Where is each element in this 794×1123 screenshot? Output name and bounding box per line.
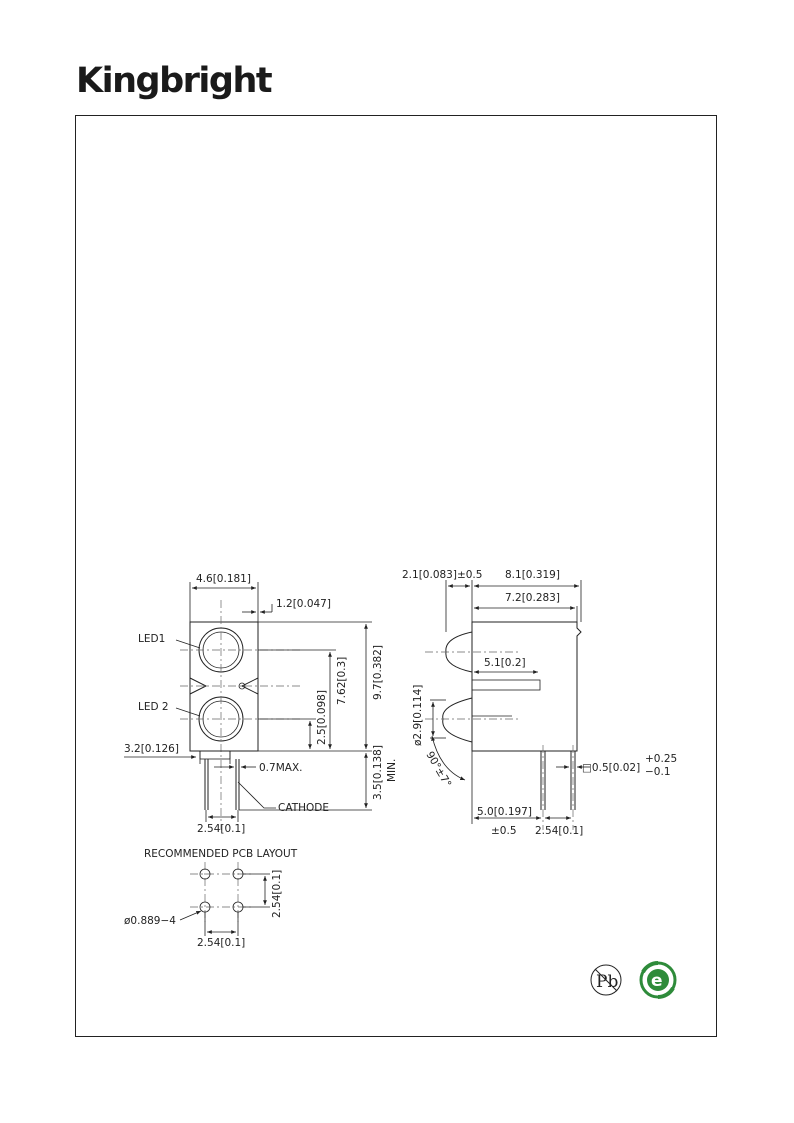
drawing-frame xyxy=(75,115,717,1037)
rohs-badge: e xyxy=(639,961,677,999)
dim-led1-center: 7.62[0.3] xyxy=(336,657,348,705)
dim-total-length: 8.1[0.319] xyxy=(505,569,560,581)
rohs-text: e xyxy=(651,971,663,991)
front-body-outline xyxy=(189,621,259,752)
cathode-label: CATHODE xyxy=(278,802,329,814)
dim-lead-length: 3.5[0.138] xyxy=(372,745,384,800)
led2-label: LED 2 xyxy=(138,701,169,713)
led1-label: LED1 xyxy=(138,633,165,645)
side-view: 2.1[0.083]±0.5 8.1[0.319] 7.2[0.283] 5.1… xyxy=(402,569,677,837)
side-body-outline xyxy=(471,621,582,752)
pcb-hole-label: ø0.889−4 xyxy=(124,915,176,927)
dim-led2-center: 2.5[0.098] xyxy=(316,690,328,745)
dim-front-height: 9.7[0.382] xyxy=(372,645,384,700)
dim-front-pitch: 2.54[0.1] xyxy=(197,823,245,835)
dim-lead-offset: 5.0[0.197] xyxy=(477,806,532,818)
dim-front-offset: 1.2[0.047] xyxy=(276,598,331,610)
dim-side-pitch: 2.54[0.1] xyxy=(535,825,583,837)
dim-dome-offset: 2.1[0.083]±0.5 xyxy=(402,569,482,581)
dim-lead-square: □0.5[0.02] xyxy=(582,762,640,774)
dim-pcb-pitch-v: 2.54[0.1] xyxy=(271,870,283,918)
pb-free-badge: Pb xyxy=(590,964,622,996)
dim-body-length: 7.2[0.283] xyxy=(505,592,560,604)
dim-lead-width: 3.2[0.126] xyxy=(124,743,179,755)
dim-lens-dia: ø2.9[0.114] xyxy=(412,685,424,746)
dim-lead-tol-minus: −0.1 xyxy=(645,766,671,778)
brand-logo: Kingbright xyxy=(76,61,273,101)
front-view: 4.6[0.181] 1.2[0.047] LED1 LED 2 9.7[0.3… xyxy=(124,573,398,835)
dim-lead-tol-plus: +0.25 xyxy=(645,753,677,765)
pcb-layout-title: RECOMMENDED PCB LAYOUT xyxy=(144,848,298,860)
dim-lens-depth: 5.1[0.2] xyxy=(484,657,526,669)
dim-pcb-pitch-h: 2.54[0.1] xyxy=(197,937,245,949)
dim-lead-length-note: MIN. xyxy=(386,759,398,782)
dim-front-width: 4.6[0.181] xyxy=(196,573,251,585)
pcb-layout: RECOMMENDED PCB LAYOUT 2.54[0.1] 2.54[0.… xyxy=(124,848,298,949)
pcb-hole xyxy=(199,868,211,880)
led2-dome xyxy=(442,697,473,743)
dim-lead-max: 0.7MAX. xyxy=(259,762,302,774)
dim-lead-offset-tol: ±0.5 xyxy=(491,825,517,837)
